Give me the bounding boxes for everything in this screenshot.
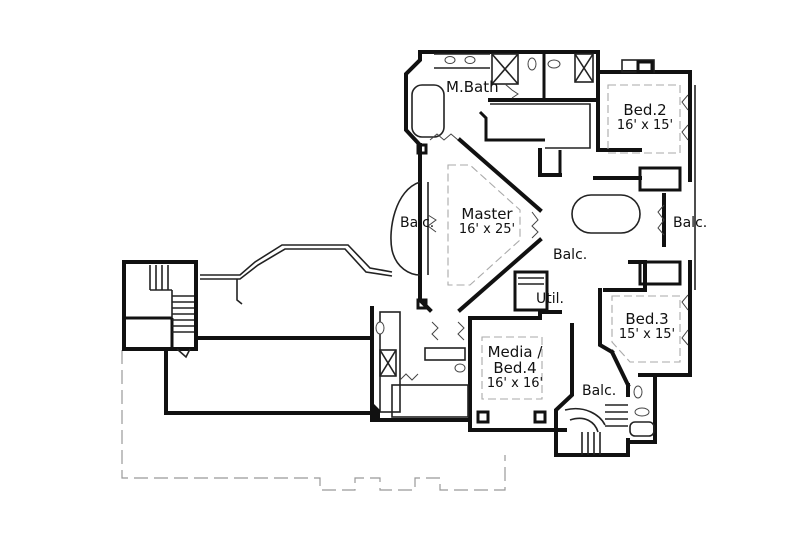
lower-bay-outline bbox=[200, 244, 393, 305]
bed2-walls bbox=[596, 59, 696, 290]
west-wing-walls bbox=[164, 336, 374, 415]
master-bedroom-label: Master 16' x 25' bbox=[455, 205, 519, 237]
bed3-name: Bed.3 bbox=[625, 310, 669, 328]
utility-label: Util. bbox=[536, 291, 564, 307]
media-bed4-name-line1: Media / bbox=[487, 343, 543, 361]
master-bedroom-name: Master bbox=[461, 205, 513, 223]
media-bed4-label: Media / Bed.4 16' x 16' bbox=[482, 343, 548, 391]
central-landing-walls bbox=[538, 148, 666, 292]
bed2-dimensions: 16' x 15' bbox=[616, 117, 674, 133]
master-balcony-label: Balc. bbox=[400, 215, 435, 231]
central-balcony-label: Balc. bbox=[553, 247, 588, 263]
media-bed4-dimensions: 16' x 16' bbox=[486, 375, 544, 391]
master-bedroom-dimensions: 16' x 25' bbox=[458, 221, 516, 237]
bed2-name: Bed.2 bbox=[623, 101, 667, 119]
master-bath-label: M.Bath bbox=[446, 78, 499, 96]
master-suite-walls bbox=[390, 137, 543, 313]
bed3-dimensions: 15' x 15' bbox=[618, 326, 676, 342]
stair-tower-west bbox=[122, 260, 198, 359]
bed2-label: Bed.2 16' x 15' bbox=[612, 101, 678, 133]
lower-floor-outline bbox=[121, 350, 506, 491]
south-stair-walls bbox=[554, 349, 657, 457]
east-balcony-label: Balc. bbox=[673, 215, 708, 231]
utility-walls bbox=[513, 270, 549, 312]
bed3-label: Bed.3 15' x 15' bbox=[614, 310, 680, 342]
master-bath-walls bbox=[404, 50, 600, 149]
media-bed4-name-line2: Bed.4 bbox=[493, 358, 537, 377]
stair-balcony-label: Balc. bbox=[582, 383, 617, 399]
media-bed4-walls bbox=[370, 306, 574, 432]
